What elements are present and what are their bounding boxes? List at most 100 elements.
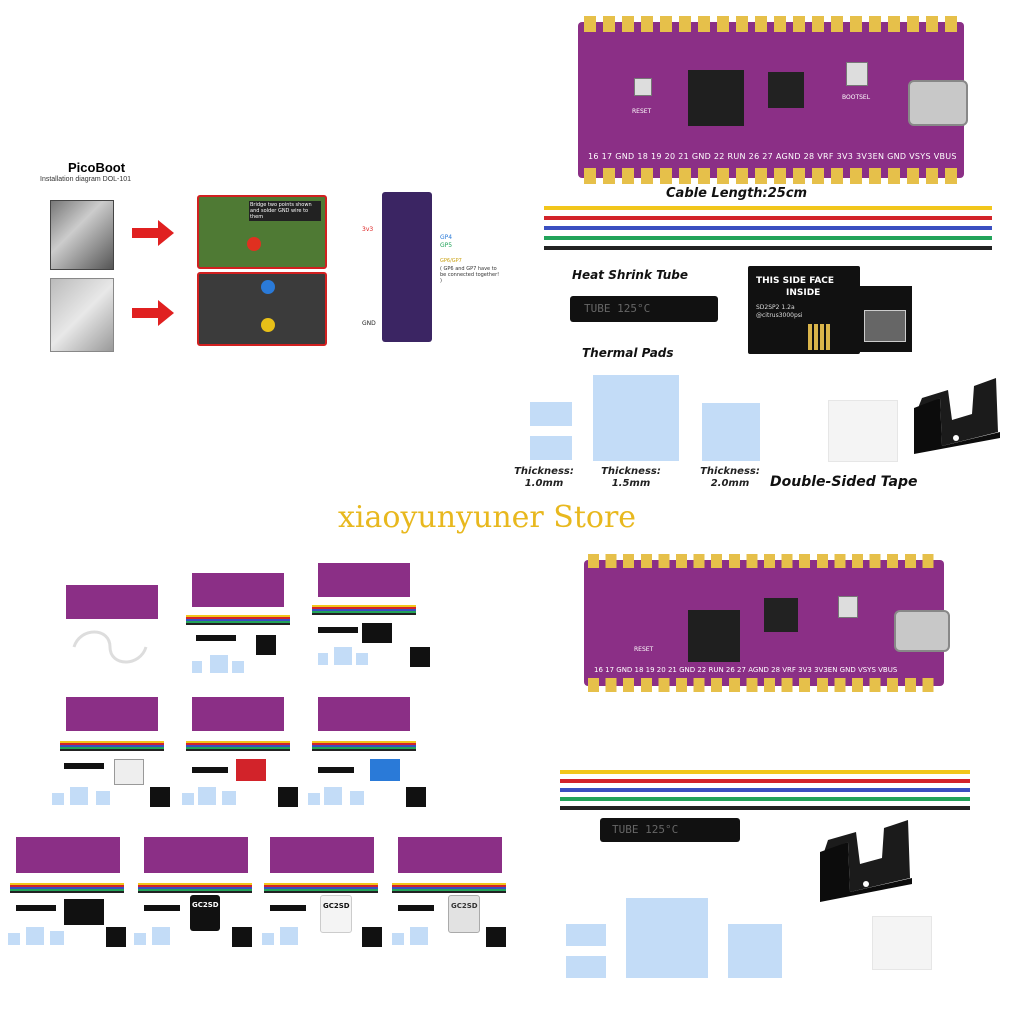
arrow-right-icon [132,300,174,326]
wire-red [544,216,992,220]
variant-board [144,837,248,873]
thermal-pads-label: Thermal Pads [582,346,674,360]
rp2040-chip [688,610,740,662]
console-board-image-top [50,200,114,270]
bootsel-button [838,596,858,618]
sd-text-1: THIS SIDE FACE [756,276,835,286]
thermal-pad-1.5mm [626,898,708,978]
variant-board [16,837,120,873]
pin-labels: 16 17 GND 18 19 20 21 GND 22 RUN 26 27 A… [594,666,898,674]
pin-labels: 16 17 GND 18 19 20 21 GND 22 RUN 26 27 A… [588,152,957,161]
sd2sp2-board [858,286,912,352]
variant-board [192,573,284,607]
variant-pad [410,927,428,945]
thickness-3: Thickness: 2.0mm [698,466,762,490]
jumper-wires [544,206,992,252]
tape-label: Double-Sided Tape [770,474,918,490]
thickness-2: Thickness: 1.5mm [599,466,663,490]
usb-c-port [894,610,950,652]
gc2sd-label: GC2SD [451,902,478,910]
jumper-wires-basic [560,770,970,810]
variant-board [318,697,410,731]
variant-board [318,563,410,597]
wire-yellow [560,770,970,774]
wire-blue [560,788,970,792]
variant-sd-red [236,759,266,781]
variant-tube [270,905,306,911]
variant-tube [318,627,358,633]
thermal-pad-2mm [728,924,782,978]
variant-pad [52,793,64,805]
variant-tube [16,905,56,911]
variant-tube [192,767,228,773]
black-bracket-icon [820,820,912,902]
variant-bracket [486,927,506,947]
variant-pad [280,927,298,945]
thermal-pad-1mm [566,956,606,978]
variant-pad [50,931,64,945]
variant-tube [144,905,180,911]
variant-bracket [410,647,430,667]
variant-wires [264,883,378,893]
variant-wires [186,741,290,751]
variant-pad [152,927,170,945]
rp2040-chip [688,70,744,126]
reset-label: RESET [632,108,652,115]
variant-bracket [362,927,382,947]
variant-sd [114,759,144,785]
thickness-label: Thickness: [601,466,661,477]
tube-print: TUBE 125°C [584,302,651,315]
sd-slot [864,310,906,342]
variant-wires [138,883,252,893]
wire-blue [544,226,992,230]
variant-pad [96,791,110,805]
usb-cable-icon [72,630,148,664]
variant-pad [192,661,202,673]
variant-board [192,697,284,731]
variant-pad [70,787,88,805]
thickness-label: Thickness: [514,466,574,477]
pin-label-gp5: GP5 [440,242,453,249]
pin-label-gnd: GND [362,320,376,327]
sd-contacts [808,324,832,350]
wire-red [560,779,970,783]
double-sided-tape [872,916,932,970]
thermal-pad-1.5mm [593,375,679,461]
variant-board [66,697,158,731]
pico-pinout-board [382,192,432,342]
wire-yellow [544,206,992,210]
solder-point-marker [261,318,275,332]
cable-length-label: Cable Length:25cm [666,186,808,201]
variant-pad [134,933,146,945]
wire-green [544,236,992,240]
variant-pad [182,793,194,805]
store-watermark: xiaoyunyuner Store [338,500,637,535]
variant-wires [312,605,416,615]
variant-pad [318,653,328,665]
thickness-value: 2.0mm [710,478,750,489]
flash-chip [764,598,798,632]
console-board-image-bottom [50,278,114,352]
variant-pad [392,933,404,945]
double-sided-tape [828,400,898,462]
thermal-pad-1mm [530,436,572,460]
variant-wires [186,615,290,625]
wire-black [560,806,970,810]
usb-c-port [908,80,968,126]
variant-pad [210,655,228,673]
variant-pad [308,793,320,805]
bootsel-label: BOOTSEL [842,94,871,101]
variant-pad [356,653,368,665]
variant-board [66,585,158,619]
pin-label-3v3: 3v3 [362,226,374,233]
arrow-right-icon [132,220,174,246]
variant-pad [350,791,364,805]
install-title: PicoBoot [68,160,126,175]
variant-bracket [256,635,276,655]
thickness-value: 1.0mm [524,478,564,489]
thermal-pad-2mm [702,403,760,461]
black-bracket-icon [914,378,1000,454]
variant-tube [64,763,104,769]
sd-model: SD2SP2 1.2a [756,304,795,311]
variant-pad [198,787,216,805]
